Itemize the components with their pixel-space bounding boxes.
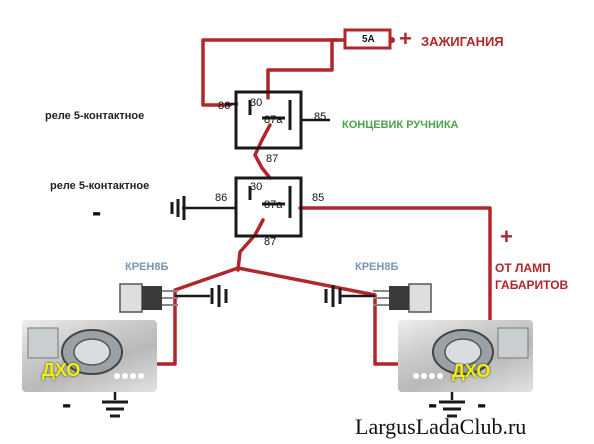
ground-symbol-right-regulator	[324, 285, 342, 307]
ignition-wire	[201, 38, 347, 107]
left-ground-minus: -	[62, 388, 72, 419]
handbrake-switch-label: КОНЦЕВИК РУЧНИКА	[342, 119, 459, 131]
top-relay-contact	[248, 100, 292, 130]
fuse-label: 5A	[362, 34, 375, 45]
bottom-relay-box	[234, 176, 303, 238]
bottom-relay-pin-30: 30	[250, 181, 263, 193]
ground-symbol-left-drl	[102, 400, 128, 418]
left-drl-wire	[146, 266, 240, 366]
right-regulator-label: КРЕН8Б	[355, 261, 399, 273]
bottom-relay-pin-87a: 87a	[264, 199, 283, 211]
top-relay-pin-87: 87	[266, 153, 279, 165]
relay-out-wire	[236, 218, 265, 272]
top-relay-pin-87a: 87a	[264, 114, 283, 126]
top-relay-box	[234, 90, 303, 150]
left-headlight	[22, 320, 157, 392]
ground-symbol-left-regulator	[210, 285, 228, 307]
regulator-left	[119, 283, 178, 313]
bottom-relay-title: реле 5-контактное	[50, 180, 150, 192]
fuse-to-relay-wire	[266, 38, 340, 100]
right-drl-wire	[236, 266, 417, 366]
fuse-terminal	[389, 37, 395, 43]
bottom-relay-pin-85: 85	[312, 192, 325, 204]
relay-minus-sign: -	[92, 196, 102, 227]
right-ground-minus-1: -	[428, 388, 438, 419]
left-headlight-art	[27, 327, 144, 379]
parking-lights-label-1: ОТ ЛАМП	[495, 261, 551, 275]
bottom-relay-contact	[248, 186, 292, 218]
watermark: LargusLadaClub.ru	[355, 414, 527, 439]
parking-lights-wire	[298, 206, 492, 332]
top-relay-title: реле 5-контактное	[45, 110, 145, 122]
ground-symbol-right-drl	[439, 400, 465, 418]
relay-link-wire	[253, 123, 272, 180]
bottom-relay-pin-87: 87	[264, 236, 277, 248]
parking-lights-label-2: ГАБАРИТОВ	[495, 278, 569, 292]
ignition-plus: +	[399, 26, 412, 51]
ground-symbol-relay	[170, 196, 186, 220]
top-relay-pin-30: 30	[250, 97, 263, 109]
bottom-relay-pin-86: 86	[215, 192, 228, 204]
right-headlight-art	[413, 327, 529, 379]
ignition-label: ЗАЖИГАНИЯ	[421, 34, 504, 49]
right-drl-label: ДХО	[452, 361, 491, 381]
right-headlight	[398, 320, 533, 392]
regulator-right	[373, 283, 432, 313]
left-drl-label: ДХО	[42, 360, 81, 380]
right-ground-minus-2: -	[477, 388, 487, 419]
parking-lights-plus: +	[500, 224, 513, 249]
top-relay-pin-85: 85	[314, 111, 327, 123]
top-relay-pin-86: 86	[218, 100, 231, 112]
left-regulator-label: КРЕН8Б	[125, 261, 169, 273]
